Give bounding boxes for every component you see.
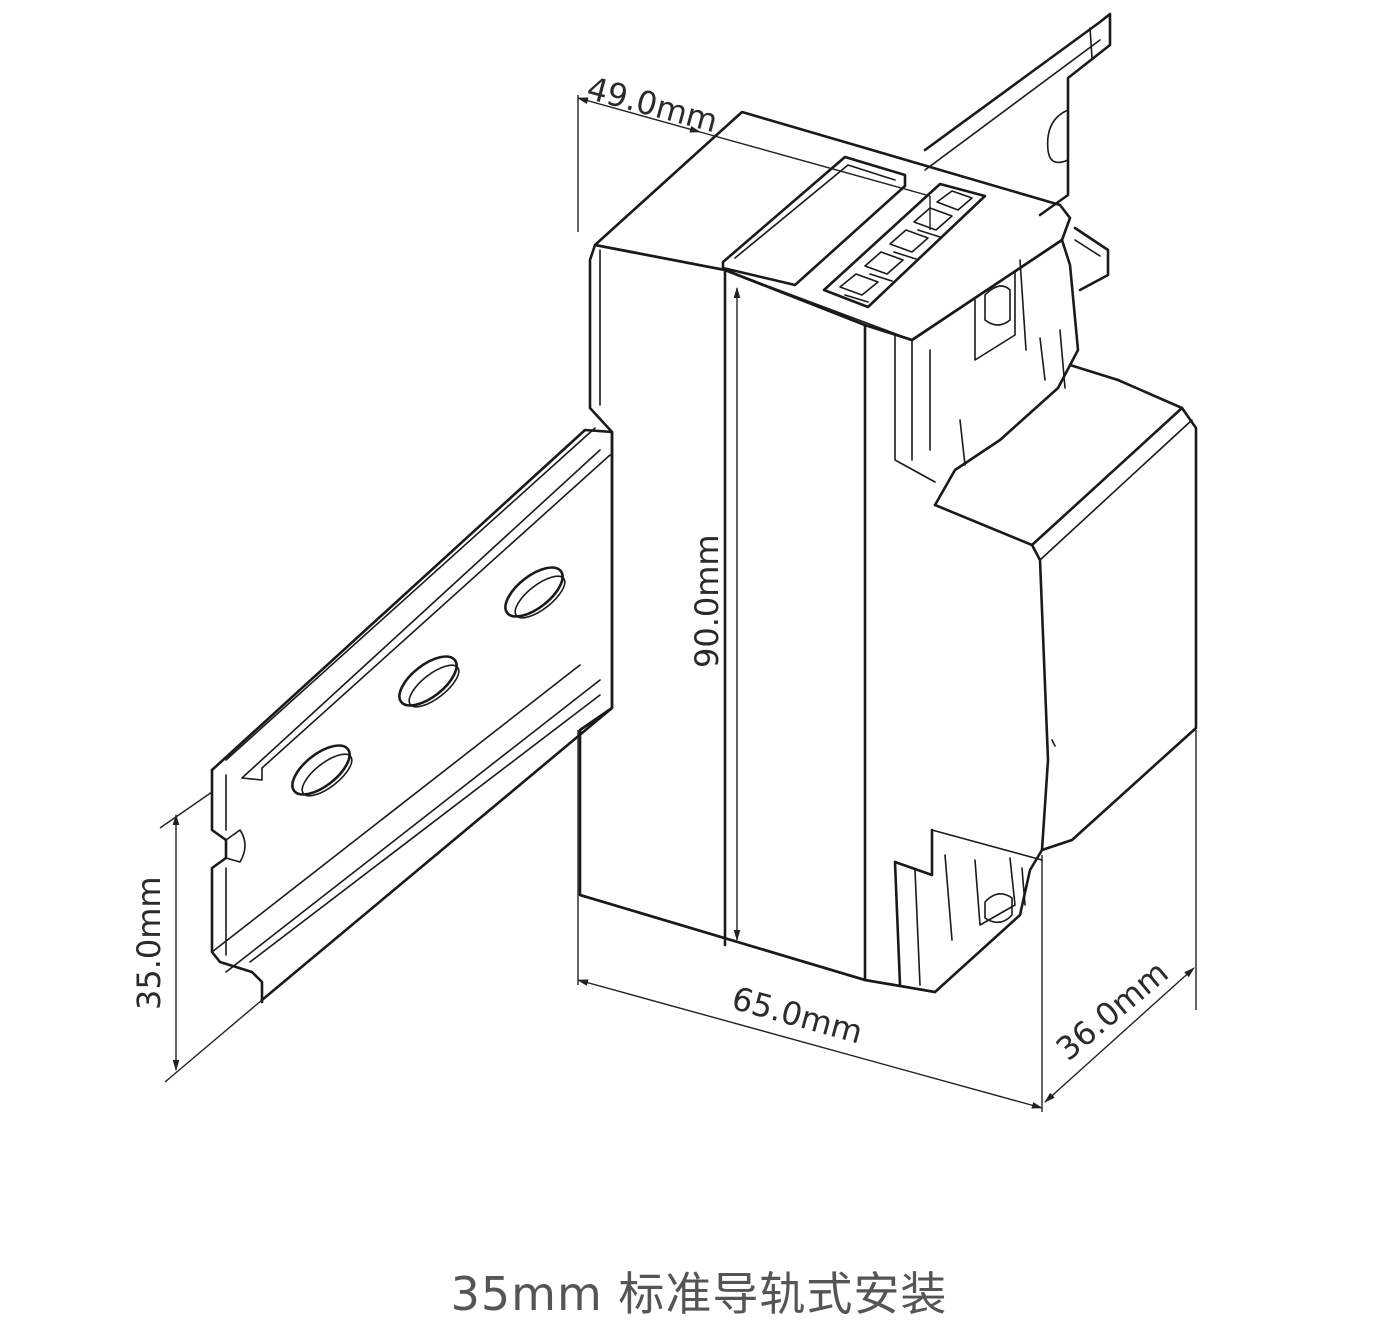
device-top-face bbox=[593, 110, 1072, 342]
device-side-step bbox=[933, 363, 1198, 852]
din-rail-front bbox=[210, 427, 614, 1004]
din-rail-back bbox=[923, 12, 1112, 292]
dim-rail-label: 35.0mm bbox=[130, 876, 168, 1010]
device-side-upper bbox=[863, 238, 1080, 507]
rail-slots bbox=[291, 566, 566, 797]
dim-thickness bbox=[1044, 730, 1197, 1103]
dim-height-label: 90.0mm bbox=[688, 534, 726, 668]
dim-rail bbox=[159, 791, 263, 1083]
dim-width bbox=[576, 730, 1044, 1112]
terminal-block bbox=[822, 182, 987, 309]
caption: 35mm 标准导轨式安装 bbox=[450, 1267, 948, 1321]
dim-depth bbox=[576, 95, 931, 232]
dim-depth-label: 49.0mm bbox=[583, 69, 722, 140]
device-side-lower bbox=[863, 828, 1044, 994]
dim-thickness-label: 36.0mm bbox=[1049, 953, 1176, 1068]
device-front-face bbox=[578, 243, 937, 994]
